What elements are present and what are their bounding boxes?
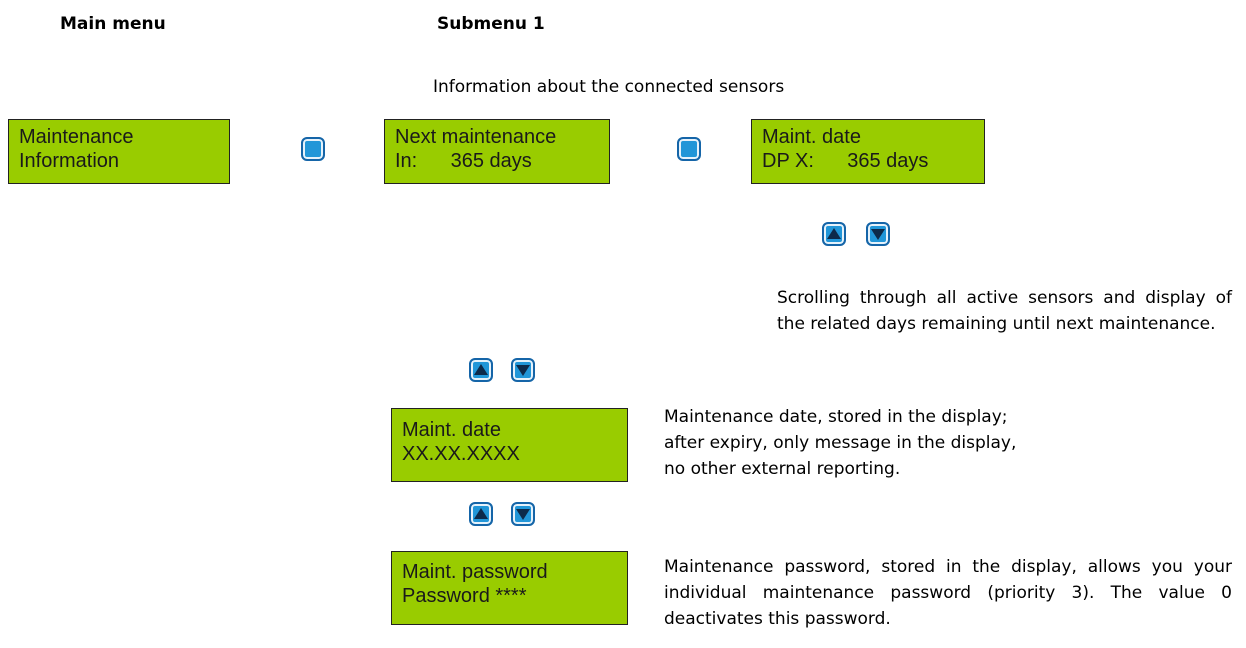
display-line-1: Maint. date [402, 419, 501, 441]
down-arrow-button-icon[interactable] [866, 222, 890, 246]
description-line: Maintenance date, stored in the display; [664, 407, 1008, 427]
display-line-2: Information [19, 150, 120, 172]
sensor-maint-date-display: Maint. date DP X: 365 days [751, 119, 985, 184]
description-line: after expiry, only message in the displa… [664, 433, 1017, 453]
enter-button-icon[interactable] [677, 137, 701, 161]
display-line-2: Password **** [402, 585, 527, 607]
maint-password-description: Maintenance password, stored in the disp… [664, 557, 1232, 629]
maint-password-display: Maint. password Password **** [391, 551, 628, 625]
display-line-1: Maint. password [402, 561, 548, 583]
display-line-2: DP X: 365 days [762, 150, 929, 172]
enter-button-icon[interactable] [301, 137, 325, 161]
up-arrow-button-icon[interactable] [469, 358, 493, 382]
maint-date-display: Maint. date XX.XX.XXXX [391, 408, 628, 482]
display-line-1: Maintenance [19, 126, 134, 148]
display-line-1: Next maintenance [395, 126, 557, 148]
display-line-2: XX.XX.XXXX [402, 443, 520, 465]
maint-date-description: Maintenance date, stored in the display;… [664, 404, 1016, 482]
display-line-2: In: 365 days [395, 150, 532, 172]
maintenance-information-display: Maintenance Information [8, 119, 230, 184]
next-maintenance-display: Next maintenance In: 365 days [384, 119, 610, 184]
scrolling-description: Scrolling through all active sensors and… [777, 288, 1232, 334]
submenu-header: Submenu 1 [437, 14, 545, 34]
down-arrow-button-icon[interactable] [511, 358, 535, 382]
up-arrow-button-icon[interactable] [822, 222, 846, 246]
display-line-1: Maint. date [762, 126, 861, 148]
down-arrow-button-icon[interactable] [511, 502, 535, 526]
intro-text: Information about the connected sensors [433, 77, 785, 97]
up-arrow-button-icon[interactable] [469, 502, 493, 526]
description-line: no other external reporting. [664, 459, 901, 479]
main-menu-header: Main menu [60, 14, 166, 34]
